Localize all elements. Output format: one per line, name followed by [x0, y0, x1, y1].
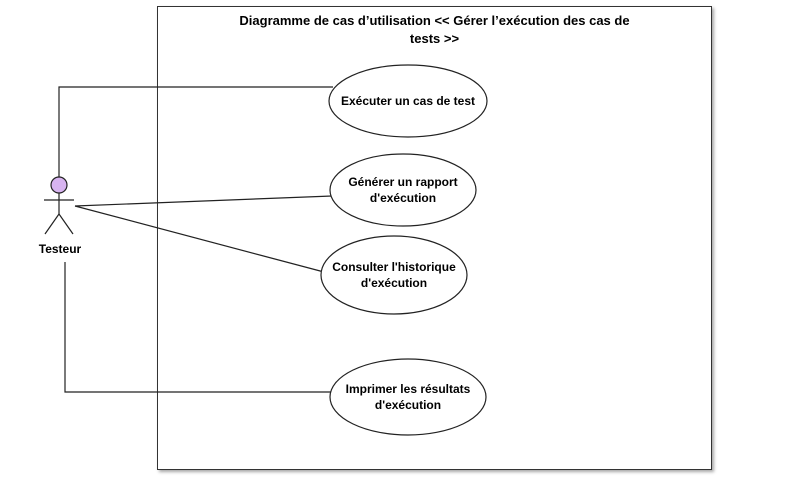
usecase-consulter[interactable]: Consulter l'historique d'exécution [321, 255, 467, 295]
association-imprimer [64, 262, 331, 393]
usecase-ellipse-imprimer[interactable] [329, 358, 487, 436]
usecase-consulter-line1: Consulter l'historique [332, 260, 456, 274]
usecase-imprimer-line2: d'exécution [374, 398, 442, 412]
actor-left-leg [44, 213, 60, 235]
usecase-ellipse-generer[interactable] [329, 153, 477, 227]
usecase-generer-line1: Générer un rapport [348, 175, 458, 189]
usecase-ellipse-consulter[interactable] [320, 235, 468, 315]
usecase-executer[interactable]: Exécuter un cas de test [329, 81, 487, 121]
usecase-imprimer-line1: Imprimer les résultats [345, 382, 471, 396]
usecase-executer-line1: Exécuter un cas de test [340, 94, 476, 108]
usecase-imprimer[interactable]: Imprimer les résultats d'exécution [330, 377, 486, 417]
association-generer [74, 195, 333, 207]
actor-head [50, 176, 68, 194]
diagram-title-line1: Diagramme de cas d’utilisation << Gérer … [239, 13, 630, 28]
association-executer [58, 86, 333, 178]
diagram-title: Diagramme de cas d’utilisation << Gérer … [157, 12, 712, 48]
usecase-consulter-line2: d'exécution [360, 276, 428, 290]
association-consulter [74, 205, 325, 273]
usecase-generer[interactable]: Générer un rapport d'exécution [330, 170, 476, 210]
actor-right-leg [58, 213, 74, 235]
usecase-ellipse-executer[interactable] [328, 64, 488, 138]
actor-label: Testeur [38, 242, 82, 256]
diagram-title-line2: tests >> [409, 31, 460, 46]
usecase-generer-line2: d'exécution [369, 191, 437, 205]
actor-testeur-figure[interactable] [44, 176, 74, 235]
